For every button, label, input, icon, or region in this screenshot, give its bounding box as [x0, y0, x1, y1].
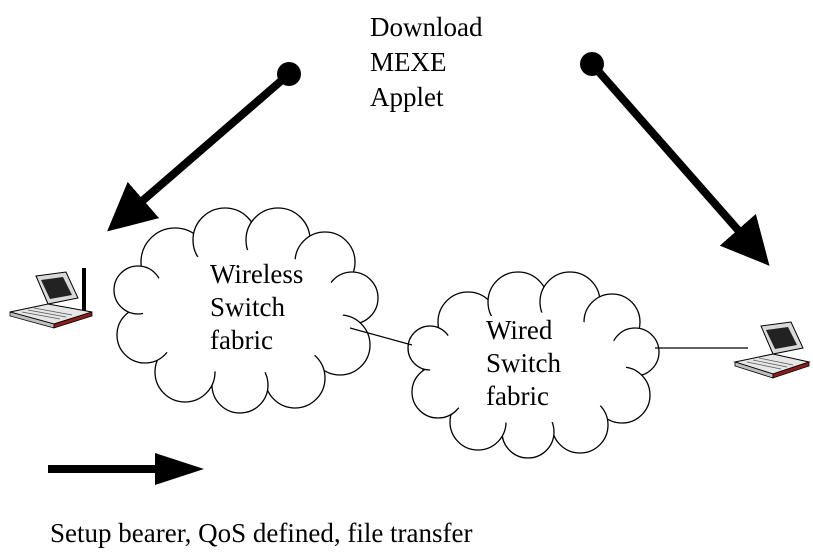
download-label-line1: Download [370, 12, 483, 42]
download-arrow-right [580, 52, 770, 266]
laptop-icon [733, 321, 811, 379]
wired-cloud-line2: Switch [486, 348, 562, 378]
link-wireless-wired [349, 327, 413, 346]
download-label-line2: MEXE [370, 47, 447, 77]
wired-cloud-line3: fabric [486, 381, 549, 411]
wireless-cloud-line2: Switch [210, 292, 286, 322]
wired-cloud-label: Wired Switch fabric [486, 314, 561, 413]
wireless-cloud-line1: Wireless [210, 259, 304, 289]
wired-cloud-line1: Wired [486, 315, 553, 345]
download-label-line3: Applet [370, 82, 444, 112]
laptop-icon [9, 268, 93, 329]
wireless-cloud [113, 207, 379, 414]
diagram-caption: Setup bearer, QoS defined, file transfer [50, 518, 473, 548]
wireless-cloud-label: Wireless Switch fabric [210, 258, 303, 357]
wired-cloud [407, 271, 660, 459]
download-arrow-left [107, 62, 301, 232]
download-label: Download MEXE Applet [370, 10, 482, 115]
wireless-cloud-line3: fabric [210, 325, 273, 355]
transfer-direction-arrow [48, 453, 204, 485]
